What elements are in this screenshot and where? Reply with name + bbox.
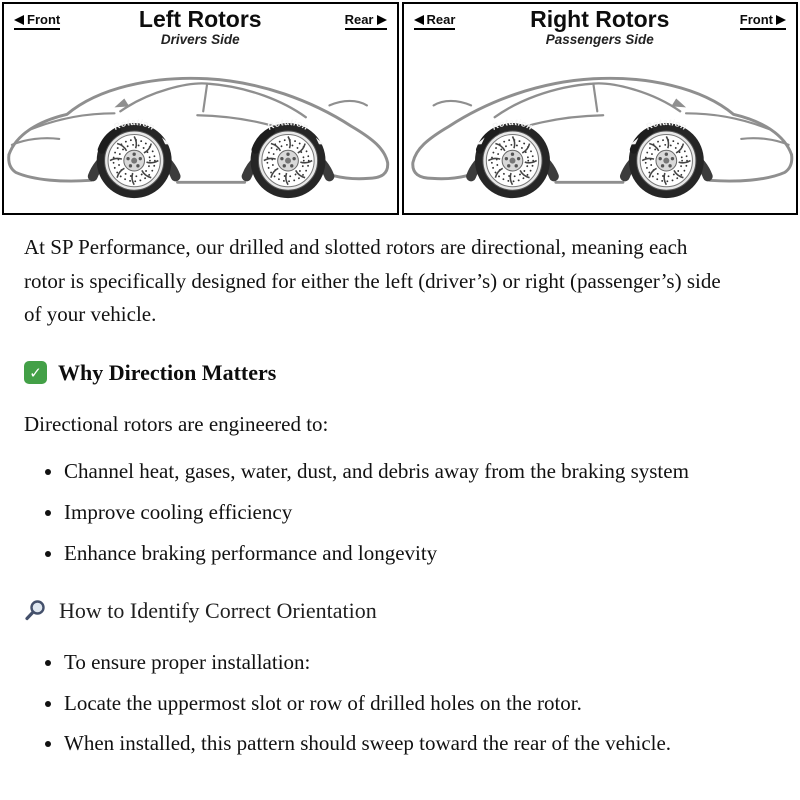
list-item: Enhance braking performance and longevit… bbox=[64, 537, 696, 571]
right-rotors-panel: Rear Right Rotors Passengers Side Front … bbox=[401, 2, 798, 215]
rotation-label: Rotation bbox=[112, 117, 156, 132]
panel-title: Right Rotors bbox=[530, 6, 670, 32]
svg-text:Rotation: Rotation bbox=[266, 117, 311, 132]
left-car-illustration: Rotation Rotation bbox=[4, 54, 397, 212]
list-item: Channel heat, gases, water, dust, and de… bbox=[64, 455, 696, 489]
svg-text:Rotation: Rotation bbox=[112, 117, 157, 132]
arrow-left-icon bbox=[14, 14, 24, 25]
corner-label: Rear bbox=[344, 12, 374, 27]
article: At SP Performance, our drilled and slott… bbox=[0, 215, 800, 761]
corner-label: Front bbox=[739, 12, 773, 27]
front-wheel-rotor: Rotation bbox=[97, 117, 172, 198]
right-car-illustration: Rotation Rotation bbox=[404, 54, 797, 212]
svg-text:Rotation: Rotation bbox=[490, 117, 535, 132]
rotor-direction-diagram: Front Left Rotors Drivers Side Rear Rota… bbox=[0, 0, 800, 215]
arrow-right-icon bbox=[376, 14, 387, 25]
section-title: Why Direction Matters bbox=[58, 359, 277, 385]
front-wheel-rotor: Rotation bbox=[628, 117, 703, 198]
list-item: Improve cooling efficiency bbox=[64, 496, 696, 530]
panel-subtitle: Drivers Side bbox=[160, 32, 240, 48]
panel-subtitle: Passengers Side bbox=[545, 32, 654, 48]
section-title: How to Identify Correct Orientation bbox=[59, 598, 377, 624]
rear-wheel-rotor: Rotation bbox=[475, 117, 550, 198]
rotation-label: Rotation bbox=[644, 117, 688, 132]
rotation-label: Rotation bbox=[266, 117, 310, 132]
list-item: To ensure proper installation: bbox=[64, 646, 696, 680]
right-panel-header: Right Rotors Passengers Side bbox=[404, 4, 797, 47]
check-icon: ✓ bbox=[24, 361, 47, 385]
arrow-left-icon bbox=[413, 14, 424, 25]
svg-text:Rotation: Rotation bbox=[644, 117, 689, 132]
rotation-label: Rotation bbox=[490, 117, 534, 132]
section-heading-why-direction-matters: ✓ Why Direction Matters bbox=[24, 360, 776, 386]
panel-title: Left Rotors bbox=[138, 6, 262, 32]
corner-label: Front bbox=[27, 12, 61, 27]
corner-label: Rear bbox=[426, 12, 456, 27]
orientation-list: To ensure proper installation: Locate th… bbox=[24, 646, 776, 761]
rear-direction-label-left-panel: Rear bbox=[344, 12, 387, 30]
benefits-list: Channel heat, gases, water, dust, and de… bbox=[24, 455, 776, 570]
lead-paragraph: Directional rotors are engineered to: bbox=[24, 411, 329, 436]
left-rotors-panel: Front Left Rotors Drivers Side Rear Rota… bbox=[2, 2, 399, 215]
list-item: Locate the uppermost slot or row of dril… bbox=[64, 687, 696, 721]
arrow-right-icon bbox=[776, 14, 786, 25]
intro-paragraph: At SP Performance, our drilled and slott… bbox=[24, 235, 721, 327]
list-item: When installed, this pattern should swee… bbox=[64, 727, 696, 761]
rear-wheel-rotor: Rotation bbox=[251, 117, 326, 198]
front-direction-label-right-panel: Front bbox=[739, 12, 786, 30]
section-heading-identify-orientation: How to Identify Correct Orientation bbox=[24, 598, 776, 624]
front-direction-label-left-panel: Front bbox=[14, 12, 61, 30]
rear-direction-label-right-panel: Rear bbox=[413, 12, 456, 30]
magnifier-icon bbox=[25, 600, 45, 621]
left-panel-header: Left Rotors Drivers Side bbox=[4, 4, 397, 47]
